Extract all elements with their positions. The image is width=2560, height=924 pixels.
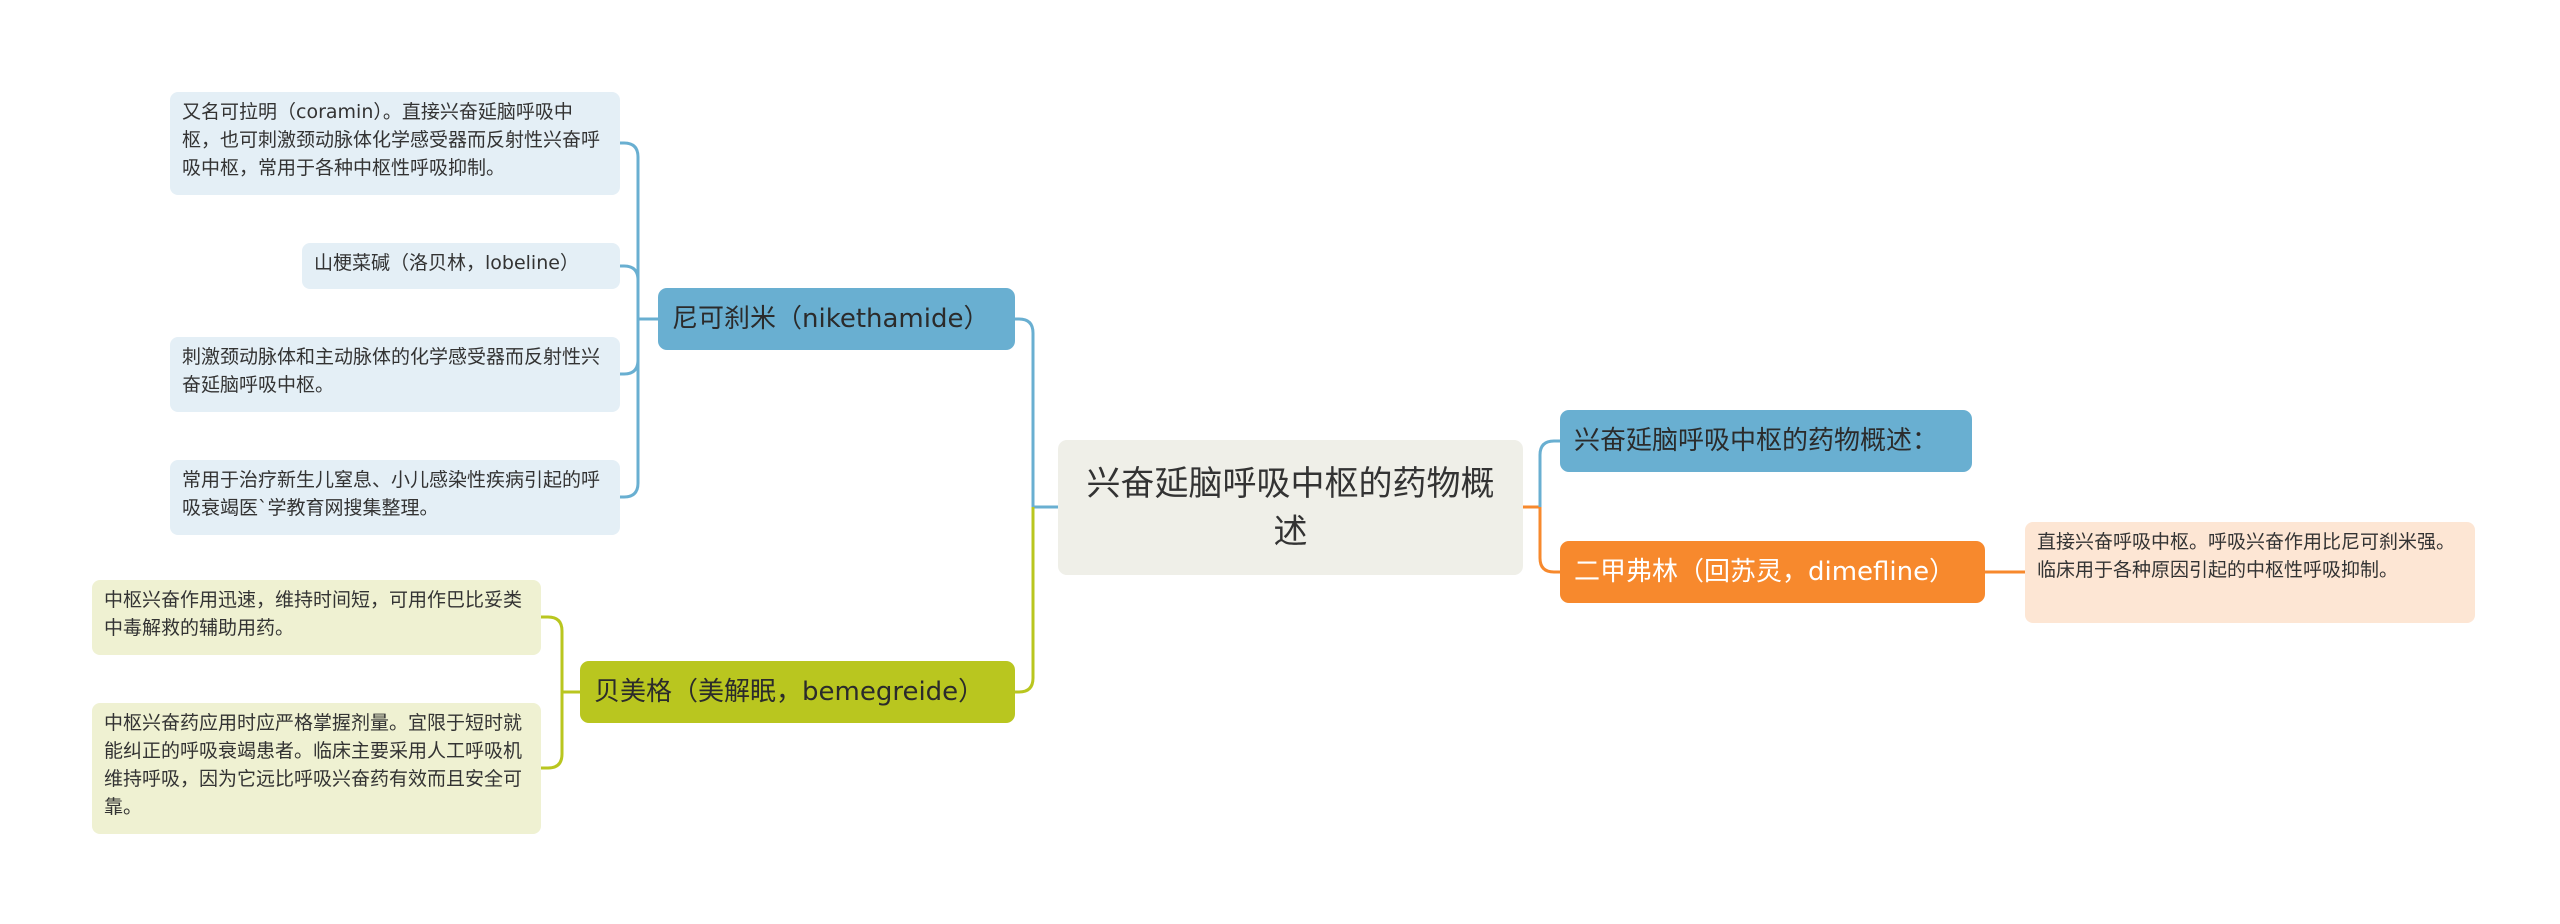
leaf-nikethamide-4[interactable]: 常用于治疗新生儿窒息、小儿感染性疾病引起的呼吸衰竭医`学教育网搜集整理。 <box>170 460 620 535</box>
leaf-nikethamide-2[interactable]: 山梗菜碱（洛贝林，lobeline） <box>302 243 620 289</box>
connector-root-branch-0 <box>1015 317 1035 507</box>
connector-branch-0-leaf-3 <box>620 319 640 499</box>
leaf-nikethamide-3[interactable]: 刺激颈动脉体和主动脉体的化学感受器而反射性兴奋延脑呼吸中枢。 <box>170 337 620 412</box>
connector-branch-0-leaf-2 <box>620 319 640 376</box>
connector-root-branch-2 <box>1538 439 1560 507</box>
branch-nikethamide[interactable]: 尼可刹米（nikethamide） <box>658 288 1015 350</box>
leaf-bemegreide-1[interactable]: 中枢兴奋作用迅速，维持时间短，可用作巴比妥类中毒解救的辅助用药。 <box>92 580 541 655</box>
root-topic[interactable]: 兴奋延脑呼吸中枢的药物概述 <box>1058 440 1523 575</box>
connector-branch-1-leaf-0 <box>541 615 564 692</box>
connector-branch-0-leaf-0 <box>620 141 640 319</box>
branch-overview[interactable]: 兴奋延脑呼吸中枢的药物概述： <box>1560 410 1972 472</box>
branch-bemegreide[interactable]: 贝美格（美解眠，bemegreide） <box>580 661 1015 723</box>
connector-branch-1-leaf-1 <box>541 692 564 770</box>
leaf-bemegreide-2[interactable]: 中枢兴奋药应用时应严格掌握剂量。宜限于短时就能纠正的呼吸衰竭患者。临床主要采用人… <box>92 703 541 834</box>
connector-branch-0-leaf-1 <box>620 264 640 319</box>
connector-root-branch-3 <box>1538 507 1560 574</box>
leaf-dimefline-1[interactable]: 直接兴奋呼吸中枢。呼吸兴奋作用比尼可刹米强。临床用于各种原因引起的中枢性呼吸抑制… <box>2025 522 2475 623</box>
connector-root-branch-1 <box>1015 507 1035 694</box>
leaf-nikethamide-1[interactable]: 又名可拉明（coramin）。直接兴奋延脑呼吸中枢，也可刺激颈动脉体化学感受器而… <box>170 92 620 195</box>
branch-dimefline[interactable]: 二甲弗林（回苏灵，dimefline） <box>1560 541 1985 603</box>
